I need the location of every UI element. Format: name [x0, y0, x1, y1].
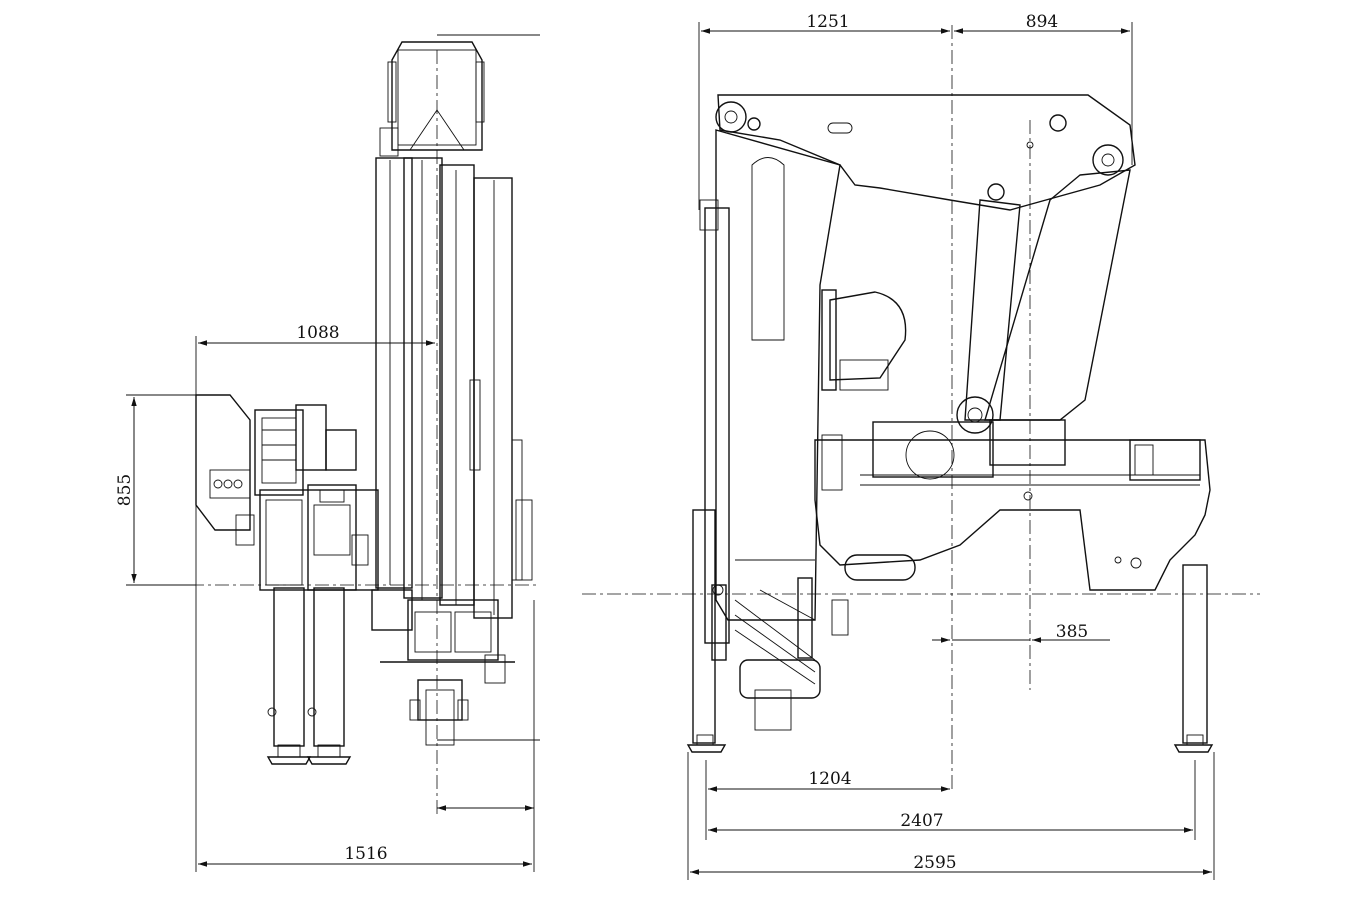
- side-view-dimensions: 1088 855 1516: [115, 323, 535, 872]
- dim-1251-label: 1251: [806, 12, 849, 32]
- dim-1088-label: 1088: [296, 323, 339, 343]
- front-view: [582, 25, 1260, 790]
- side-view: [190, 34, 540, 815]
- dim-855-label: 855: [115, 474, 135, 506]
- dim-1204-label: 1204: [808, 769, 851, 789]
- dim-894-label: 894: [1026, 12, 1058, 32]
- dim-385-label: 385: [1056, 622, 1088, 642]
- dim-2407-label: 2407: [900, 811, 943, 831]
- front-view-dimensions: 1251 894 385 1204 2407 2595: [687, 12, 1215, 880]
- dim-1516-label: 1516: [344, 844, 387, 864]
- dim-2595-label: 2595: [913, 853, 956, 873]
